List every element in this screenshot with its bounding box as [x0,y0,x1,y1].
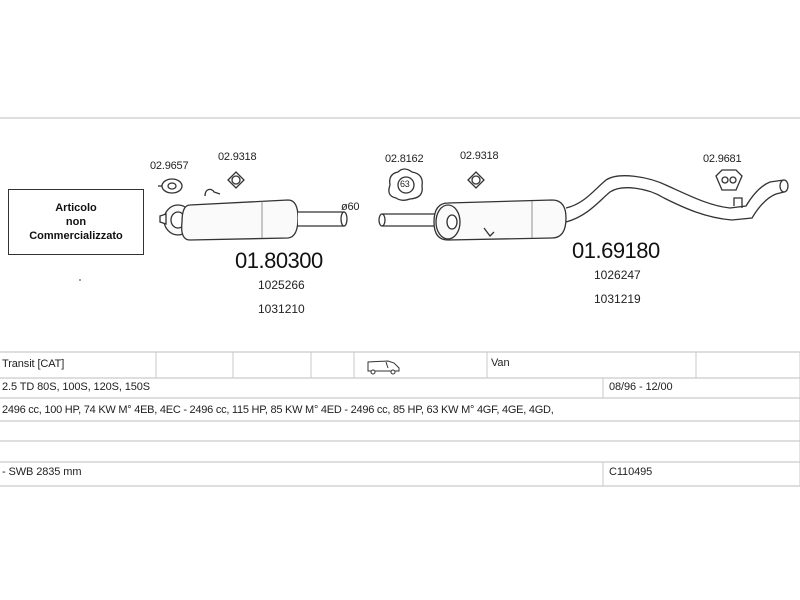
gasket-a-icon [227,171,245,189]
flange-ring-icon [388,168,423,201]
not-commercialized-notice: Articolo non Commercializzato [8,189,144,255]
notice-line-1: Articolo [55,202,97,214]
body-type-cell: Van [491,357,510,369]
flange-ring-label[interactable]: 02.8162 [385,153,424,165]
hanger-icon [715,169,743,191]
gasket-a-label[interactable]: 02.9318 [218,151,257,163]
rear-silencer-ref-2: 1031219 [594,292,641,306]
catalog-code-cell: C110495 [609,466,653,478]
front-silencer-code[interactable]: 01.80300 [235,248,323,273]
engine-variants-cell: 2.5 TD 80S, 100S, 120S, 150S [2,381,151,393]
notice-line-2: non [65,216,87,228]
notice-line-3: Commercializzato [29,230,123,242]
years-cell: 08/96 - 12/00 [609,381,673,393]
pipe-diameter-label: ø60 [341,201,360,213]
van-icon [367,360,400,375]
gasket-b-label[interactable]: 02.9318 [460,150,499,162]
wheelbase-cell: - SWB 2835 mm [2,466,82,478]
rear-silencer-code[interactable]: 01.69180 [572,238,660,263]
front-silencer-ref-2: 1031210 [258,302,305,316]
model-cell: Transit [CAT] [2,358,65,370]
engine-details-cell: 2496 cc, 100 HP, 74 KW M° 4EB, 4EC - 249… [2,404,554,416]
flange-marker-label: 63 [400,179,410,189]
front-silencer-ref-1: 1025266 [258,278,305,292]
clamp-a-label[interactable]: 02.9657 [150,160,189,172]
clamp-a-icon [158,178,183,194]
rear-silencer-ref-1: 1026247 [594,268,641,282]
front-silencer-icon [159,188,348,241]
gasket-b-icon [467,171,485,189]
hanger-label[interactable]: 02.9681 [703,153,742,165]
rear-silencer-icon [378,175,789,241]
